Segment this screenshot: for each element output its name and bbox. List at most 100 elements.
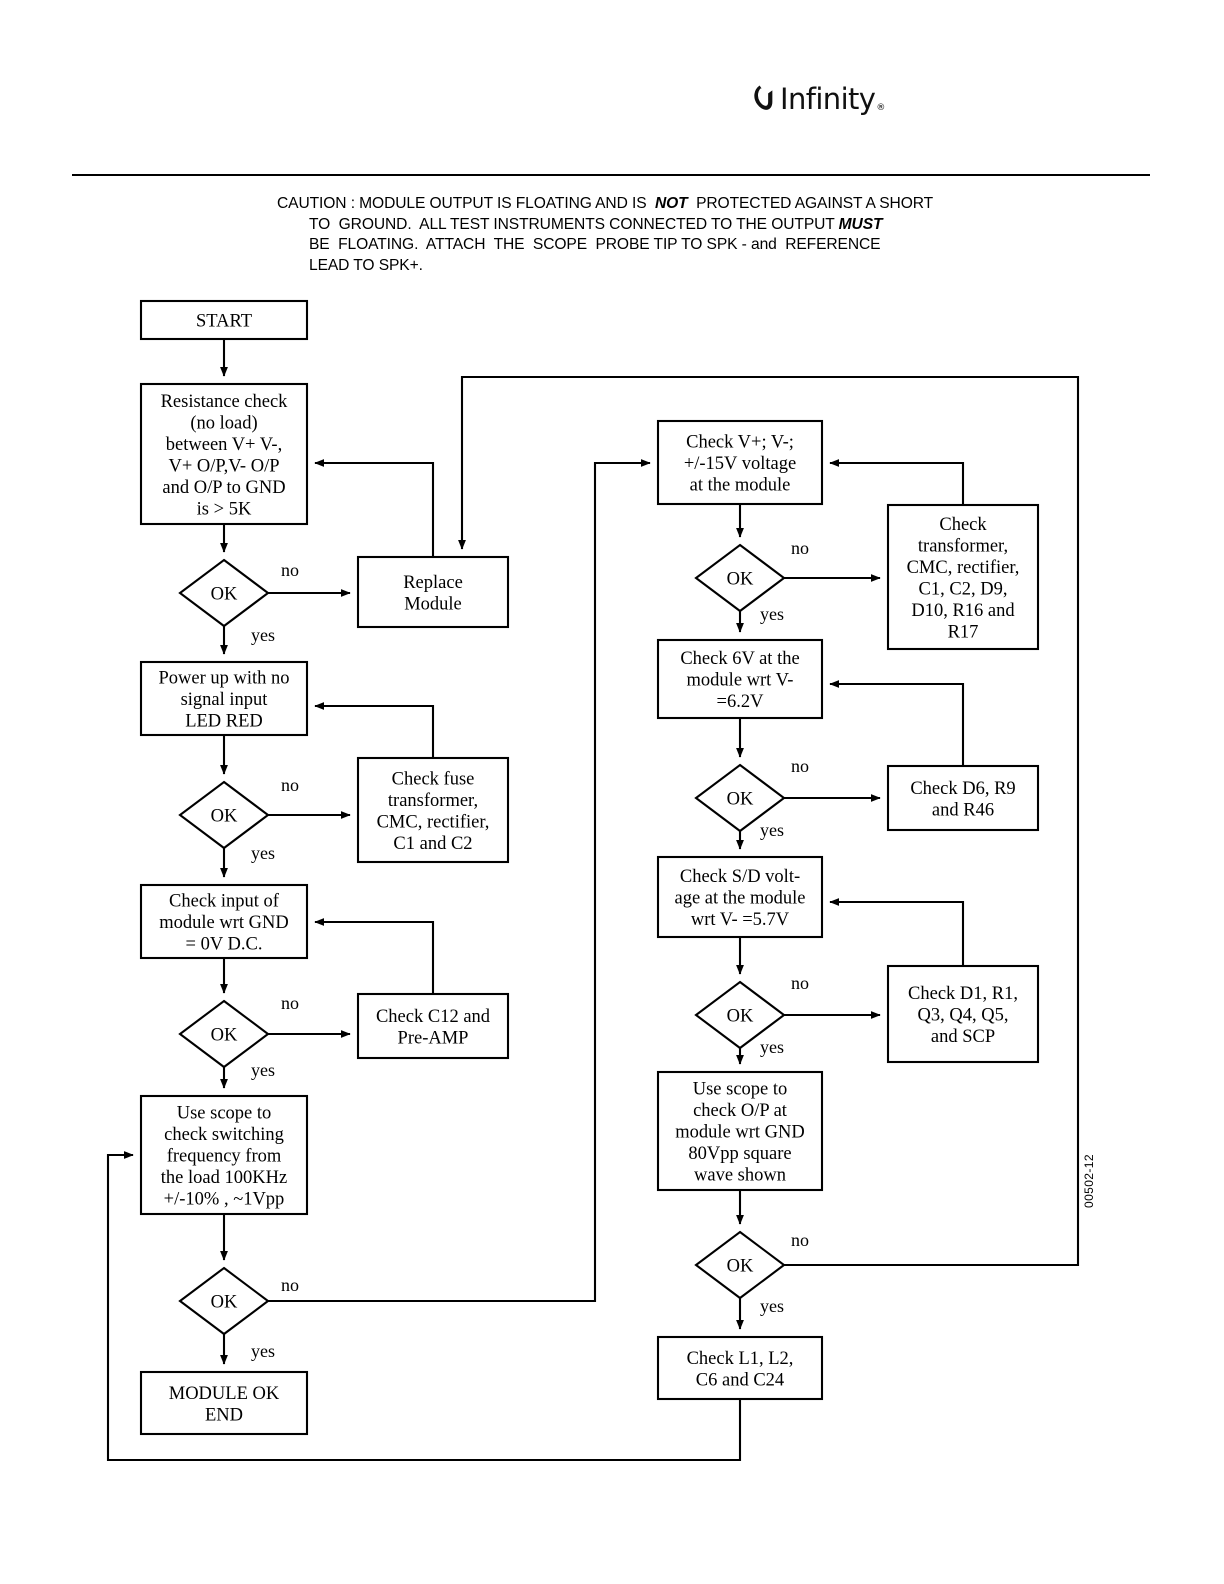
branch-label-yes1: yes xyxy=(251,625,275,645)
node-label: OK xyxy=(727,790,754,810)
branch-label-yes6: yes xyxy=(760,820,784,840)
decision-diamond xyxy=(694,980,786,1050)
process-box xyxy=(139,883,309,960)
process-box xyxy=(886,764,1040,832)
branch-label-yes4: yes xyxy=(251,1341,275,1361)
process-box xyxy=(139,1094,309,1216)
caution-line: CAUTION : MODULE OUTPUT IS FLOATING AND … xyxy=(277,194,1037,215)
branch-label-no2: no xyxy=(281,775,299,795)
caution-text: LEAD TO SPK+. xyxy=(309,256,423,274)
node-label: OK xyxy=(727,1257,754,1277)
edge-replace-return-resistance xyxy=(314,459,435,557)
flow-node-checkl1[interactable]: Check L1, L2,C6 and C24 xyxy=(656,1335,824,1401)
caution-text: PROTECTED AGAINST A SHORT xyxy=(687,195,934,212)
node-label: Check D1, R1,Q3, Q4, Q5,and SCP xyxy=(908,984,1018,1047)
process-box xyxy=(886,503,1040,651)
flow-node-ok5[interactable]: OK xyxy=(694,543,786,613)
edge-checkd1-return-checksd xyxy=(829,898,965,966)
flow-node-ok3[interactable]: OK xyxy=(178,999,270,1069)
node-label: OK xyxy=(727,1007,754,1027)
flow-node-ok2[interactable]: OK xyxy=(178,780,270,850)
node-label: OK xyxy=(211,807,238,827)
process-box xyxy=(139,1370,309,1436)
process-box xyxy=(656,1335,824,1401)
flow-node-ok7[interactable]: OK xyxy=(694,980,786,1050)
flow-connectors xyxy=(106,339,1080,1462)
node-label: Check L1, L2,C6 and C24 xyxy=(687,1349,794,1391)
edge-checkd6-return-check6v xyxy=(829,680,965,766)
branch-label-no7: no xyxy=(791,973,809,993)
node-label: OK xyxy=(211,1293,238,1313)
edge-ok4-no-to-checkv xyxy=(268,459,651,1303)
process-box xyxy=(656,419,824,506)
brand-wordmark: Infinity xyxy=(780,81,876,116)
process-box xyxy=(356,756,510,864)
flow-node-resistance[interactable]: Resistance check(no load)between V+ V-,V… xyxy=(139,382,309,526)
branch-label-yes7: yes xyxy=(760,1037,784,1057)
caution-text: CAUTION : MODULE OUTPUT IS FLOATING AND … xyxy=(277,195,655,212)
flow-node-start[interactable]: START xyxy=(139,299,309,341)
branch-label-yes2: yes xyxy=(251,843,275,863)
edge-ok8-no-to-replace xyxy=(458,375,1080,1267)
node-label: START xyxy=(196,312,252,332)
branch-label-yes5: yes xyxy=(760,604,784,624)
process-box xyxy=(356,555,510,629)
flow-nodes: START Resistance check(no load)between V+… xyxy=(139,299,1040,1436)
caution-emphasis: MUST xyxy=(838,215,883,233)
decision-diamond xyxy=(694,1230,786,1300)
flow-node-ok4[interactable]: OK xyxy=(178,1266,270,1336)
decision-diamond xyxy=(694,763,786,833)
edge-checkc12-return-checkinput xyxy=(314,918,435,994)
caution-line: BE FLOATING. ATTACH THE SCOPE PROBE TIP … xyxy=(277,235,1037,256)
flow-node-checkd1[interactable]: Check D1, R1,Q3, Q4, Q5,and SCP xyxy=(886,964,1040,1064)
caution-line: TO GROUND. ALL TEST INSTRUMENTS CONNECTE… xyxy=(277,215,1037,236)
flow-node-ok6[interactable]: OK xyxy=(694,763,786,833)
process-box xyxy=(656,855,824,939)
flow-node-ok8[interactable]: OK xyxy=(694,1230,786,1300)
caution-text: BE FLOATING. ATTACH THE SCOPE PROBE TIP … xyxy=(309,236,881,253)
header-divider xyxy=(72,174,1150,176)
branch-label-no5: no xyxy=(791,538,809,558)
branch-label-no3: no xyxy=(281,993,299,1013)
caution-text: TO GROUND. ALL TEST INSTRUMENTS CONNECTE… xyxy=(309,215,839,233)
node-label: OK xyxy=(211,585,238,605)
caution-line: LEAD TO SPK+. xyxy=(277,256,1037,277)
process-box xyxy=(139,382,309,526)
infinity-swirl-icon xyxy=(754,85,773,110)
process-box xyxy=(656,638,824,720)
caution-notice: CAUTION : MODULE OUTPUT IS FLOATING AND … xyxy=(277,194,1037,276)
infinity-brand-logo: Infinity ® xyxy=(752,78,885,118)
process-box xyxy=(139,660,309,737)
branch-label-yes8: yes xyxy=(760,1296,784,1316)
process-box xyxy=(139,299,309,341)
flow-node-ok1[interactable]: OK xyxy=(178,558,270,628)
decision-diamond xyxy=(178,558,270,628)
node-label: Resistance check(no load)between V+ V-,V… xyxy=(161,392,289,520)
